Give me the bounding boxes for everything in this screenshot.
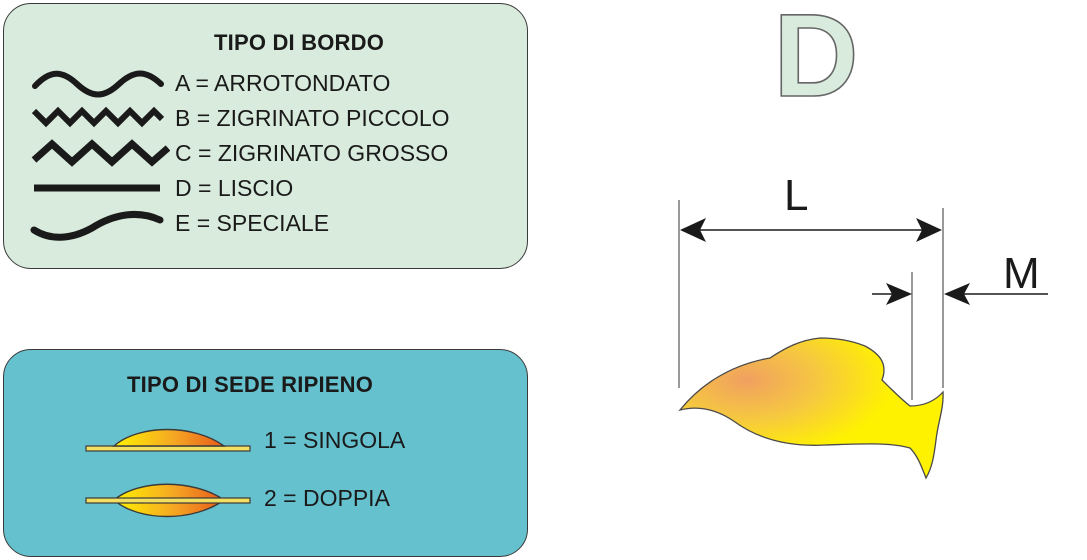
border-type-label-b: B = ZIGRINATO PICCOLO [175,105,450,131]
border-type-label-d: D = LISCIO [175,175,294,201]
margin-arrow-right [944,283,970,305]
flame-shape [678,337,944,480]
filling-seat-title: TIPO DI SEDE RIPIENO [127,372,374,397]
edge-code-letter: D [773,0,860,105]
border-type-item-d: D = LISCIO [30,173,510,203]
border-type-title: TIPO DI BORDO [214,30,385,55]
straight-line-icon [34,184,160,192]
length-arrow-right [916,218,942,242]
filling-seat-item-1: 1 = SINGOLA [84,422,484,462]
length-label: L [784,171,809,220]
single-seat-icon [85,428,251,452]
length-arrow-left [680,218,706,242]
filling-seat-label-2: 2 = DOPPIA [264,485,390,511]
small-zigzag-icon [31,106,165,128]
svg-text:D: D [773,0,858,105]
border-type-item-c: C = ZIGRINATO GROSSO [30,138,510,168]
filling-seat-item-2: 2 = DOPPIA [84,480,484,520]
filling-seat-label-1: 1 = SINGOLA [264,427,406,453]
margin-label: M [1003,249,1040,298]
border-type-label-a: A = ARROTONDATO [175,70,391,96]
margin-arrow-left [886,283,912,305]
s-curve-icon [30,211,164,241]
filling-seat-panel: TIPO DI SEDE RIPIENO 1 = SINGOLA [3,349,528,557]
border-type-item-b: B = ZIGRINATO PICCOLO [30,103,510,133]
large-zigzag-icon [31,139,170,167]
border-type-item-e: E = SPECIALE [30,208,510,241]
border-type-item-a: A = ARROTONDATO [30,68,510,98]
rounded-wave-icon [32,70,164,98]
double-seat-icon [85,483,251,518]
border-type-label-e: E = SPECIALE [175,210,330,236]
dimension-diagram [678,200,1048,480]
border-type-panel: TIPO DI BORDO A = ARROTONDATO B = ZIGRIN… [3,3,528,269]
border-type-label-c: C = ZIGRINATO GROSSO [175,140,449,166]
